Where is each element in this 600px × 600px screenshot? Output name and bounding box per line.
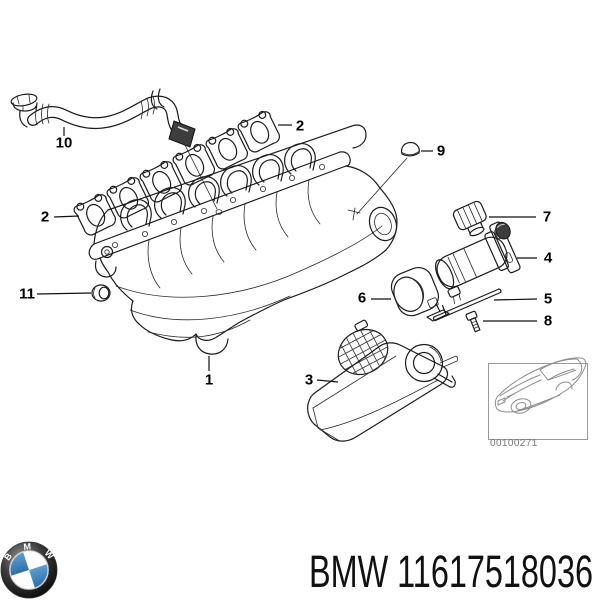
callout-4: 4 bbox=[543, 249, 553, 267]
part-7-cap bbox=[452, 200, 487, 237]
callout-9: 9 bbox=[436, 142, 446, 160]
part-5-rod bbox=[426, 288, 502, 322]
thumbnail-code: 00100271 bbox=[490, 438, 538, 449]
part-number-title: BMW 11617518036 bbox=[309, 546, 593, 597]
callout-2: 2 bbox=[40, 208, 50, 226]
part-10-vent-hose bbox=[10, 88, 223, 215]
callout-11: 11 bbox=[19, 285, 35, 303]
callout-5: 5 bbox=[543, 290, 553, 308]
part-4-valve bbox=[435, 221, 521, 305]
part-9-cap bbox=[356, 141, 420, 215]
callout-7: 7 bbox=[542, 208, 552, 226]
callout-10: 10 bbox=[55, 134, 73, 152]
bmw-roundel-icon: B M W bbox=[0, 541, 58, 599]
vehicle-thumbnail bbox=[488, 357, 588, 440]
car-outline-icon bbox=[494, 357, 587, 414]
part-8-bolt bbox=[465, 310, 481, 333]
roundel-letter-m: M bbox=[23, 541, 31, 552]
roundel-letter-b: B bbox=[2, 551, 14, 563]
callout-3: 3 bbox=[304, 371, 314, 389]
part-3-resonator bbox=[307, 319, 459, 442]
part-1-intake-manifold bbox=[88, 124, 398, 355]
part-6-holder bbox=[390, 266, 440, 317]
part-11-plug bbox=[91, 284, 111, 302]
thumbnail-frame bbox=[488, 363, 588, 440]
callout-1: 1 bbox=[204, 371, 214, 389]
callout-6: 6 bbox=[357, 289, 367, 307]
callout-2: 2 bbox=[295, 117, 305, 135]
callout-8: 8 bbox=[543, 312, 553, 330]
